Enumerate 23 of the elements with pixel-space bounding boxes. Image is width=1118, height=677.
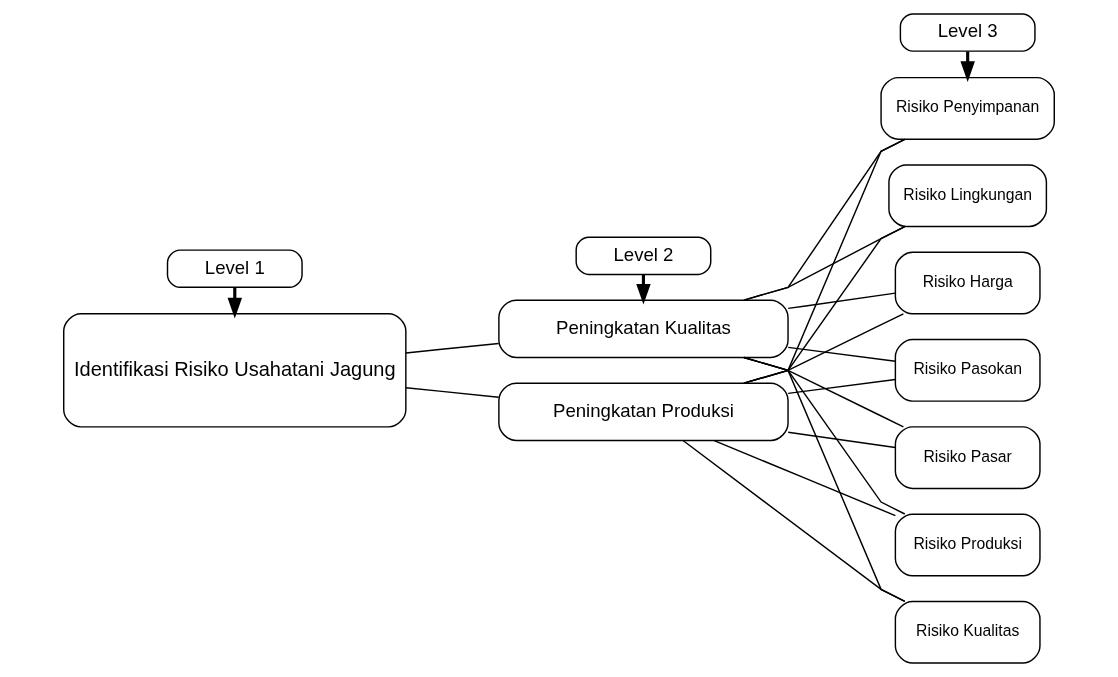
node-box: Identifikasi Risiko Usahatani Jagung (63, 313, 407, 428)
connector (787, 378, 897, 395)
node-box: Level 2 (575, 236, 712, 276)
connector (743, 356, 906, 603)
connector (713, 439, 897, 517)
node-box: Risiko Kualitas (894, 600, 1041, 664)
connector (405, 387, 500, 398)
connector (405, 342, 500, 354)
node-box: Risiko Produksi (894, 513, 1041, 577)
node-box: Risiko Penyimpanan (880, 76, 1055, 140)
connector (743, 138, 906, 384)
connector (787, 346, 897, 362)
node-box: Risiko Pasokan (894, 338, 1041, 402)
node-box: Risiko Harga (894, 251, 1041, 315)
node-box: Peningkatan Kualitas (498, 299, 789, 359)
node-box: Level 1 (166, 249, 303, 289)
node-box: Risiko Pasar (894, 426, 1041, 490)
connector (743, 138, 906, 301)
connector (787, 431, 897, 449)
node-box: Peningkatan Produksi (498, 382, 789, 442)
node-box: Level 3 (899, 13, 1036, 52)
connector (787, 292, 897, 310)
node-box: Risiko Lingkungan (888, 164, 1048, 228)
